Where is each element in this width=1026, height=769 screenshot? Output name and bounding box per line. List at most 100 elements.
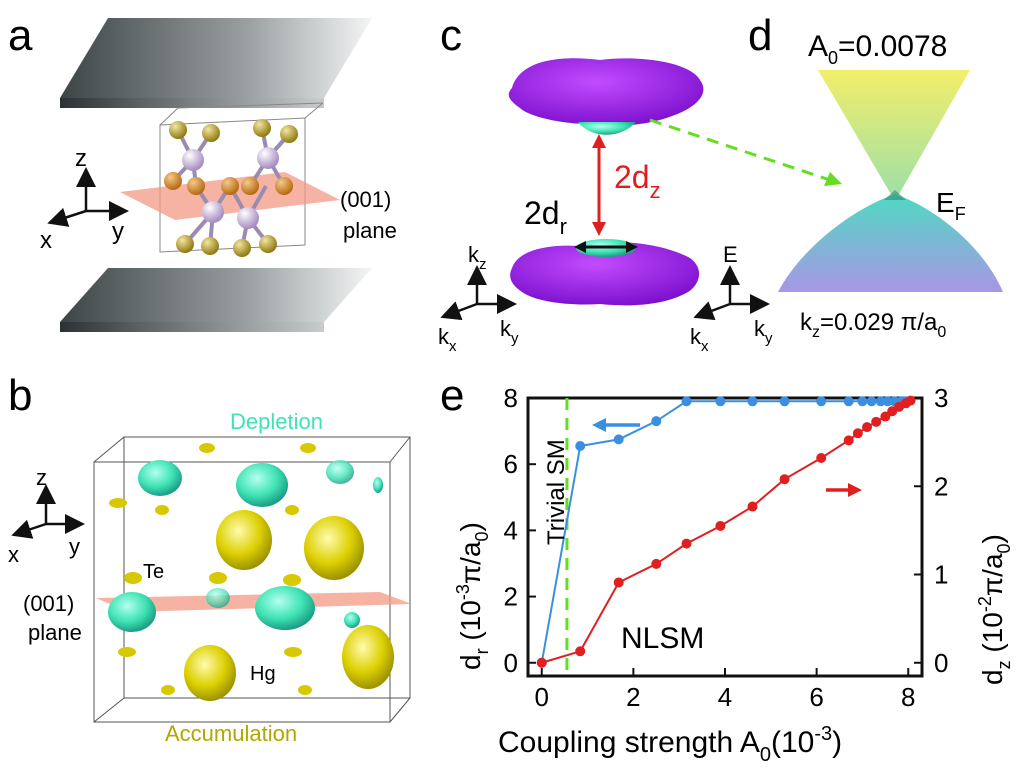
d-kx-label: kx xyxy=(690,324,709,355)
b-axis-x-label: x xyxy=(8,542,19,567)
data-point-right xyxy=(905,395,916,406)
axis-y-label: y xyxy=(112,218,124,245)
panel-letter-c: c xyxy=(440,11,462,60)
data-point-left xyxy=(715,396,726,407)
data-point-left xyxy=(779,396,790,407)
panel-a-bottom-plate xyxy=(60,268,372,332)
data-point-left xyxy=(816,396,827,407)
depletion-label: Depletion xyxy=(230,409,323,434)
data-point-right xyxy=(871,416,882,427)
data-point-left xyxy=(651,416,662,427)
x-tick-label: 6 xyxy=(809,682,823,712)
data-point-left xyxy=(882,396,893,407)
plane-label-line1: (001) xyxy=(340,187,391,212)
charge-density xyxy=(108,443,394,701)
te-label: Te xyxy=(143,561,164,583)
left-axis-arrow-head xyxy=(592,418,606,432)
green-arrow-head xyxy=(824,172,842,186)
data-point-left xyxy=(575,440,586,451)
kz-value-label: kz=0.029 π/a0 xyxy=(800,309,946,341)
dr-arrow-head-right xyxy=(626,241,638,253)
a0-value-label: A0=0.0078 xyxy=(808,30,947,68)
d-ky-label: ky xyxy=(754,316,773,347)
y-right-tick-label: 2 xyxy=(934,471,948,501)
data-point-right xyxy=(651,558,662,569)
data-point-left xyxy=(613,434,624,445)
data-point-left xyxy=(747,396,758,407)
y-left-tick-label: 2 xyxy=(504,582,518,612)
atoms xyxy=(164,119,298,257)
x-tick-label: 4 xyxy=(718,682,732,712)
hg-label: Hg xyxy=(250,663,276,685)
data-point-right xyxy=(816,453,827,464)
panel-d-axes: E kx ky xyxy=(690,242,773,355)
b-plane-label-line1: (001) xyxy=(23,591,74,616)
trivial-sm-label: Trivial SM xyxy=(543,439,570,545)
y-left-tick-label: 6 xyxy=(504,449,518,479)
data-point-right xyxy=(681,538,692,549)
axis-z-label: z xyxy=(75,145,87,172)
c-ky-label: ky xyxy=(500,316,519,347)
b-axis-y-label: y xyxy=(69,534,80,559)
panel-a-top-plate xyxy=(60,18,372,108)
data-point-right xyxy=(880,411,891,422)
y-right-tick-label: 3 xyxy=(934,383,948,413)
d-e-label: E xyxy=(723,242,738,267)
x-tick-label: 8 xyxy=(901,682,915,712)
chart-ylabel-right: dz (10-2π/a0) xyxy=(975,534,1014,685)
dr-arrow-head-left xyxy=(574,241,586,253)
y-right-tick-label: 0 xyxy=(934,648,948,678)
x-tick-label: 2 xyxy=(626,682,640,712)
panel-letter-e: e xyxy=(440,371,464,420)
data-point-left xyxy=(857,396,868,407)
accumulation-label: Accumulation xyxy=(165,721,297,746)
panel-c-axes: kz kx ky xyxy=(438,242,519,355)
panel-b-axes: z x y xyxy=(8,465,85,567)
dirac-point xyxy=(884,190,906,200)
right-axis-arrow-head xyxy=(848,483,862,497)
chart-xlabel: Coupling strength A0(10-3) xyxy=(498,723,842,766)
fermi-surface-bottom xyxy=(510,239,700,306)
data-point-left xyxy=(866,396,877,407)
c-kz-label: kz xyxy=(468,242,487,273)
data-point-left xyxy=(681,396,692,407)
data-point-right xyxy=(613,577,624,588)
plot-frame xyxy=(526,396,924,678)
data-point-right xyxy=(575,646,586,657)
ef-label: EF xyxy=(936,187,966,224)
green-dashed-arrow xyxy=(649,118,831,182)
axis-x-label: x xyxy=(40,227,52,254)
data-point-right xyxy=(862,422,873,433)
lower-band xyxy=(778,194,1003,292)
data-point-right xyxy=(747,501,758,512)
data-point-left xyxy=(843,396,854,407)
y-left-tick-label: 0 xyxy=(504,648,518,678)
dz-arrow-head-down xyxy=(592,222,606,236)
panel-a-axes: z x y xyxy=(40,145,129,254)
y-left-tick-label: 4 xyxy=(504,515,518,545)
dr-label: 2dr xyxy=(524,195,567,239)
dz-arrow-head-up xyxy=(592,134,606,148)
plane-001-b xyxy=(96,592,412,612)
b-axis-z-label: z xyxy=(36,465,47,490)
chart-ylabel-left: dr (10-3π/a0) xyxy=(453,522,492,670)
c-kx-label: kx xyxy=(438,324,457,355)
upper-cone xyxy=(818,70,970,196)
data-point-right xyxy=(536,657,547,668)
data-point-right xyxy=(715,520,726,531)
b-plane-label-line2: plane xyxy=(28,620,82,645)
panel-letter-a: a xyxy=(8,11,33,60)
plane-label-line2: plane xyxy=(343,218,397,243)
fermi-surface-top xyxy=(508,58,704,135)
data-point-right xyxy=(779,474,790,485)
data-point-right xyxy=(843,435,854,446)
dz-label: 2dz xyxy=(614,159,661,203)
data-point-right xyxy=(852,428,863,439)
data-point-left xyxy=(875,396,886,407)
panel-a-crystal xyxy=(120,102,340,257)
nlsm-label: NLSM xyxy=(621,622,704,655)
y-right-tick-label: 1 xyxy=(934,560,948,590)
y-left-tick-label: 8 xyxy=(504,383,518,413)
